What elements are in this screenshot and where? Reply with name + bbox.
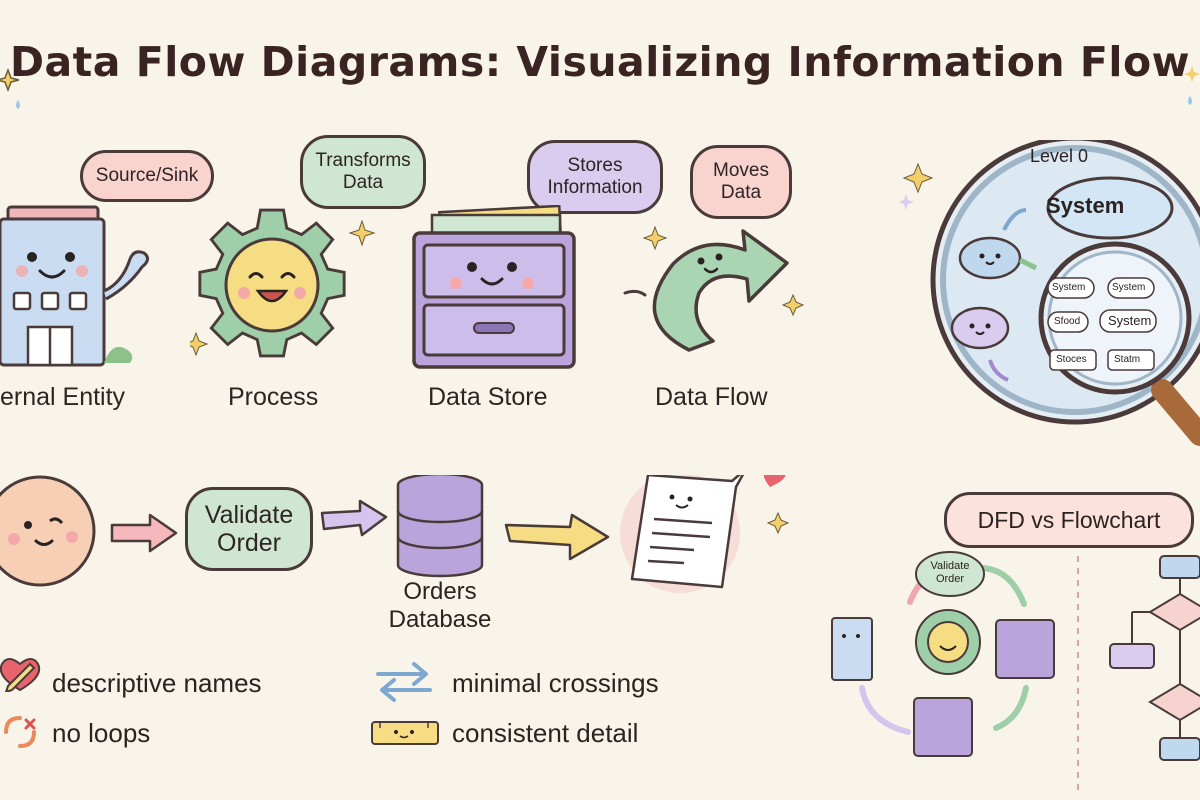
filing-cabinet-icon <box>412 205 576 369</box>
example-flow <box>0 475 790 593</box>
bubble-text: Data <box>342 172 384 193</box>
practice-text: no loops <box>52 718 151 748</box>
sub-node: Stoces <box>1056 354 1087 365</box>
level-heading: Level 0 <box>1030 146 1089 166</box>
practice-text: minimal crossings <box>452 668 659 698</box>
sub-node: System <box>1108 313 1152 328</box>
bubble-text: Transforms <box>315 150 411 171</box>
process-label: Process <box>228 383 319 411</box>
sub-node: Statm <box>1114 354 1141 365</box>
source-sink-bubble: Source/Sink <box>80 150 214 202</box>
sparkle-icon <box>0 67 20 109</box>
page-title: Data Flow Diagrams: Visualizing Informat… <box>9 38 1190 86</box>
sparkle-icon <box>1184 66 1200 105</box>
swap-arrows-icon <box>376 662 432 702</box>
magnifier-illustration <box>900 140 1200 446</box>
curved-arrow-icon <box>623 225 805 352</box>
sub-node: System <box>1052 282 1086 293</box>
label-line: Orders <box>403 578 477 605</box>
mini-process-label: Validate Order <box>916 560 984 586</box>
data-flow-label: Data Flow <box>655 383 768 411</box>
bubble-text: Source/Sink <box>95 165 199 186</box>
comparison-heading: DFD vs Flowchart <box>944 492 1194 548</box>
sub-node: System <box>1112 282 1146 293</box>
bubble-text: Information <box>547 177 643 198</box>
label-line: Order <box>935 573 965 585</box>
label-line: Database <box>388 606 492 633</box>
heart-pencil-icon <box>0 658 41 692</box>
external-entity-label: ernal Entity <box>0 383 126 411</box>
orders-database-label: Orders Database <box>378 578 502 634</box>
no-loop-icon <box>4 716 36 748</box>
bubble-text: Stores <box>567 155 623 176</box>
comparison-illustration <box>831 551 1200 790</box>
node-text: Validate <box>204 501 294 529</box>
sub-node: Sfood <box>1054 316 1081 327</box>
bubble-text: Data <box>720 182 762 203</box>
bubble-text: Moves <box>713 160 769 181</box>
data-store-label: Data Store <box>428 383 548 411</box>
gear-icon <box>190 208 376 358</box>
ruler-icon <box>371 721 439 745</box>
label-line: Validate <box>930 560 970 572</box>
practice-text: descriptive names <box>52 668 262 698</box>
node-text: Order <box>217 529 281 557</box>
system-node: System <box>1046 193 1125 218</box>
practice-text: consistent detail <box>452 718 639 748</box>
building-icon <box>0 205 149 367</box>
